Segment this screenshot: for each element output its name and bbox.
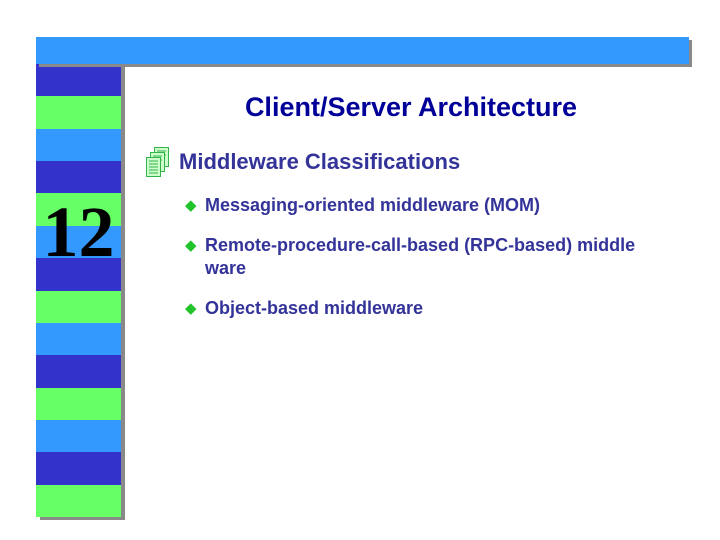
slide-number: 12 [42, 192, 115, 272]
sidebar-stripe [36, 484, 121, 518]
sidebar-stripe [36, 193, 121, 226]
sidebar-stripe [36, 128, 121, 162]
sidebar-stripe [36, 258, 121, 291]
section-heading-label: Middleware Classifications [179, 149, 461, 174]
sidebar-stripe [36, 225, 121, 259]
sidebar-stripe [36, 64, 121, 97]
sidebar-stripe [36, 161, 121, 194]
striped-sidebar [36, 64, 121, 518]
sidebar-stripe [36, 452, 121, 485]
documents-stack-icon [146, 147, 169, 177]
bullet-text: Object-based middleware [205, 298, 424, 318]
bullet-item: ◆ Remote-procedure-call-based (RPC-based)… [185, 234, 690, 280]
bullet-text: Messaging-oriented middleware (MOM) [205, 195, 541, 215]
slide-title: Client/Server Architecture [244, 92, 578, 122]
bullet-list: ◆ Messaging-oriented middleware (MOM) ◆ Rem… [185, 194, 690, 337]
bullet-text: Remote-procedure-call-based (RPC-based) … [205, 235, 636, 278]
sidebar-stripe [36, 96, 121, 129]
sidebar-stripe [36, 290, 121, 323]
sidebar-stripe [36, 322, 121, 356]
diamond-bullet-icon: ◆ [185, 237, 197, 254]
bullet-item: ◆ Messaging-oriented middleware (MOM) [185, 194, 690, 217]
sidebar-stripe [36, 355, 121, 388]
diamond-bullet-icon: ◆ [185, 197, 197, 214]
sidebar-stripe [36, 419, 121, 453]
top-accent-bar [36, 37, 689, 64]
diamond-bullet-icon: ◆ [185, 300, 197, 317]
sidebar-stripe [36, 387, 121, 420]
section-heading: Middleware Classifications [146, 147, 460, 177]
bullet-item: ◆ Object-based middleware [185, 297, 690, 320]
